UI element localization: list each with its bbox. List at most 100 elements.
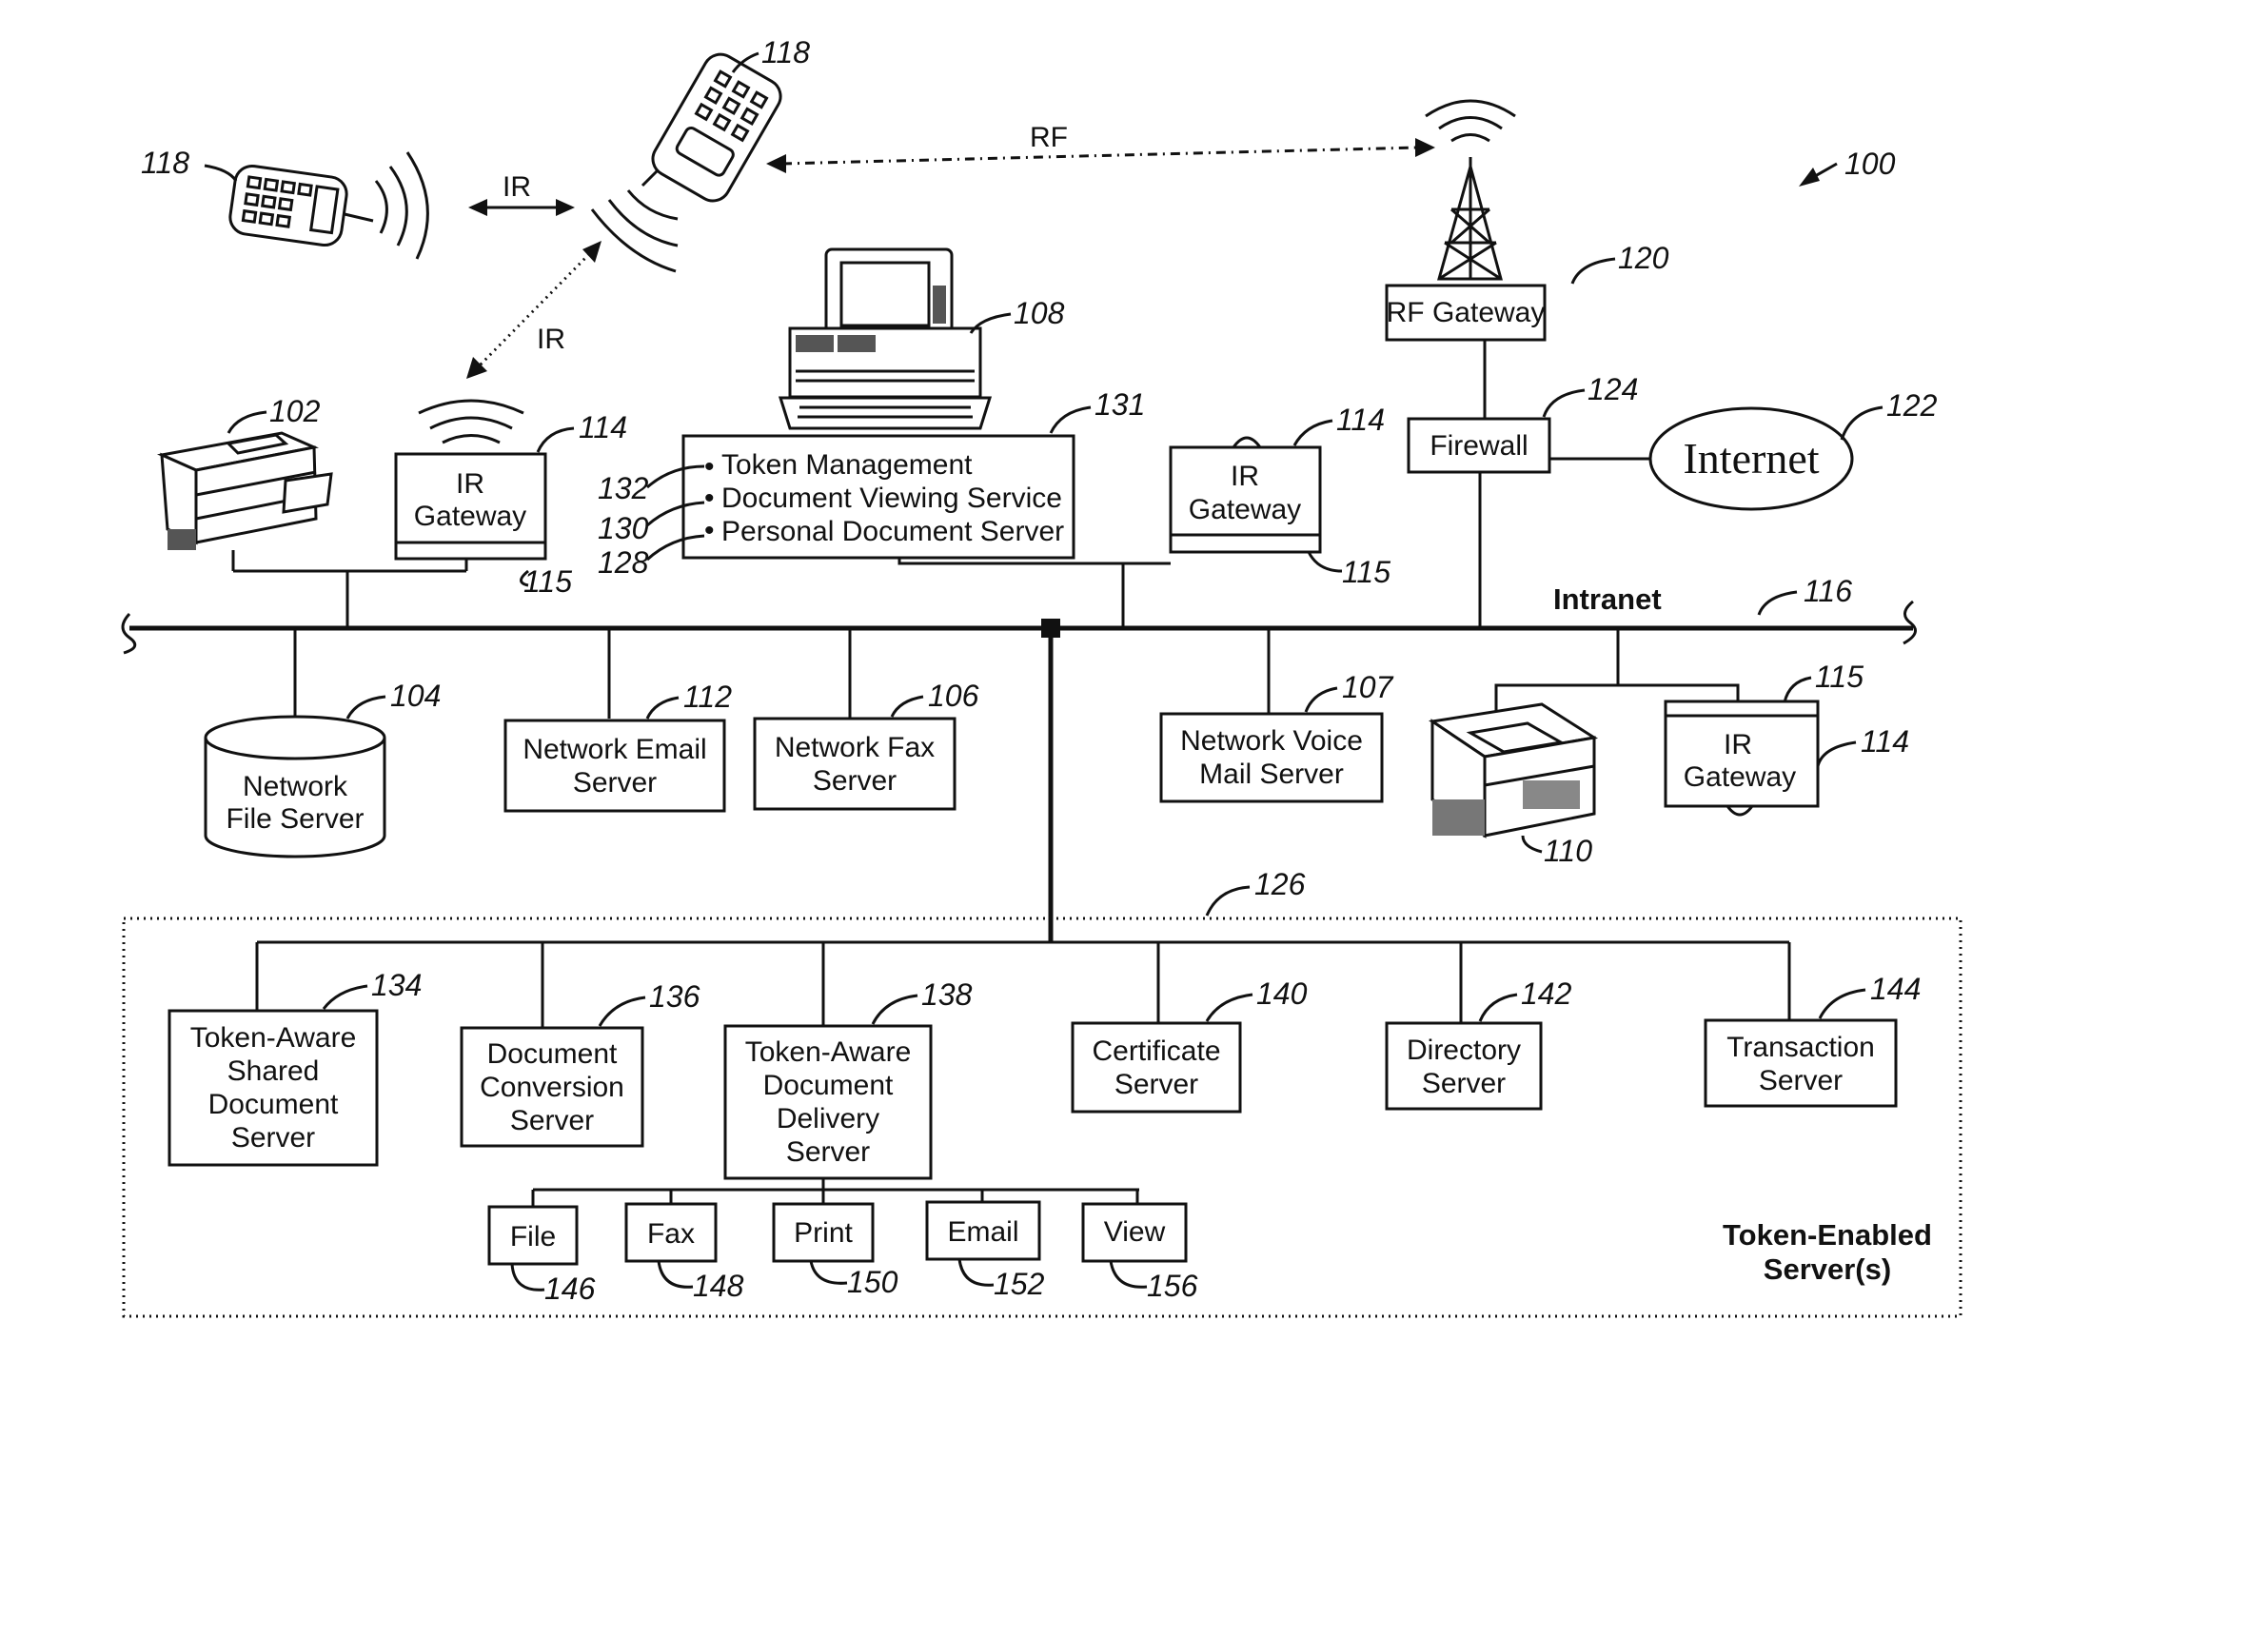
svg-text:Conversion: Conversion — [480, 1072, 624, 1103]
svg-text:Server: Server — [510, 1105, 594, 1136]
svg-text:Server: Server — [786, 1136, 870, 1168]
svg-text:Server: Server — [573, 767, 657, 799]
svg-text:136: 136 — [649, 979, 700, 1014]
svg-text:126: 126 — [1254, 867, 1306, 901]
svg-text:107: 107 — [1342, 670, 1394, 704]
svg-text:Server: Server — [1422, 1068, 1506, 1099]
svg-text:Firewall: Firewall — [1430, 430, 1528, 462]
svg-text:Directory: Directory — [1407, 1035, 1521, 1066]
ir-gateway-right: IR Gateway 114 115 — [1664, 660, 1909, 817]
svg-text:File: File — [510, 1221, 556, 1252]
printer: 102 — [156, 394, 333, 550]
svg-text:Email: Email — [947, 1216, 1018, 1248]
fax-machine: 110 — [1428, 702, 1599, 868]
svg-text:144: 144 — [1870, 972, 1921, 1006]
svg-text:115: 115 — [523, 564, 572, 599]
svg-text:156: 156 — [1147, 1269, 1198, 1303]
document-conversion-server: Document Conversion Server 136 — [460, 979, 700, 1148]
svg-text:View: View — [1104, 1216, 1166, 1248]
svg-text:114: 114 — [579, 410, 627, 444]
rf-gateway: RF Gateway 120 — [1385, 241, 1669, 342]
services-box: • Token Management • Document Viewing Se… — [598, 387, 1145, 580]
svg-text:RF Gateway: RF Gateway — [1387, 297, 1546, 328]
delivery-email: Email 152 — [925, 1200, 1045, 1301]
svg-text:•: • — [704, 515, 715, 546]
svg-text:128: 128 — [598, 545, 649, 580]
svg-text:116: 116 — [1804, 574, 1852, 608]
svg-text:140: 140 — [1256, 976, 1308, 1011]
svg-text:Network Voice: Network Voice — [1180, 725, 1363, 757]
svg-text:118: 118 — [761, 35, 810, 69]
svg-text:Transaction: Transaction — [1726, 1032, 1875, 1063]
svg-text:Document: Document — [208, 1089, 339, 1120]
svg-text:Server: Server — [813, 765, 897, 797]
svg-text:IR: IR — [1231, 461, 1259, 492]
svg-text:Document: Document — [763, 1070, 894, 1101]
delivery-view: View 156 — [1081, 1202, 1198, 1303]
svg-text:120: 120 — [1618, 241, 1669, 275]
token-enabled-region: 126 Token-Enabled Server(s) — [122, 867, 1962, 1318]
ir-right-drop — [1618, 683, 1740, 702]
svg-text:114: 114 — [1336, 403, 1385, 437]
rf-link: RF — [766, 122, 1435, 173]
svg-text:104: 104 — [390, 679, 441, 713]
delivery-file: File 146 — [487, 1205, 596, 1306]
network-email-server: Network Email Server 112 — [503, 680, 732, 813]
svg-text:RF: RF — [1030, 122, 1068, 153]
svg-text:134: 134 — [371, 968, 422, 1002]
fax-machine-drop — [1494, 628, 1620, 714]
svg-text:Network Email: Network Email — [523, 734, 706, 765]
svg-text:Delivery: Delivery — [777, 1103, 879, 1134]
svg-text:IR: IR — [456, 468, 484, 500]
svg-text:Gateway: Gateway — [1189, 494, 1301, 525]
svg-text:124: 124 — [1588, 372, 1638, 406]
svg-text:Certificate: Certificate — [1092, 1035, 1220, 1067]
services-bus-link — [897, 558, 1125, 628]
intranet-bus: Intranet 116 — [121, 574, 1917, 655]
svg-text:Shared: Shared — [227, 1055, 320, 1087]
network-fax-server: Network Fax Server 106 — [753, 679, 979, 811]
svg-text:Fax: Fax — [647, 1218, 695, 1250]
rf-tower — [1425, 99, 1516, 281]
svg-text:Server: Server — [231, 1122, 315, 1154]
svg-text:138: 138 — [921, 977, 973, 1012]
svg-text:100: 100 — [1844, 147, 1896, 181]
firewall: Firewall 124 — [1407, 372, 1638, 474]
svg-text:130: 130 — [598, 511, 649, 545]
svg-text:•: • — [704, 451, 715, 483]
svg-text:Document: Document — [487, 1038, 618, 1070]
svg-text:Print: Print — [794, 1217, 853, 1249]
svg-text:110: 110 — [1544, 834, 1592, 868]
delivery-fax: Fax 148 — [624, 1202, 744, 1303]
workstation: 108 — [778, 247, 1065, 430]
internet: Internet 122 — [1648, 388, 1938, 511]
token-aware-document-delivery-server: Token-Aware Document Delivery Server 138 — [723, 977, 973, 1180]
token-device-left: 118 — [141, 146, 429, 260]
delivery-print: Print 150 — [772, 1202, 898, 1299]
svg-text:IR: IR — [503, 171, 531, 203]
svg-text:Internet: Internet — [1683, 434, 1819, 483]
svg-text:102: 102 — [269, 394, 321, 428]
transaction-server: Transaction Server 144 — [1704, 972, 1921, 1108]
svg-text:Token-Enabled: Token-Enabled — [1723, 1218, 1932, 1252]
svg-text:Server(s): Server(s) — [1764, 1252, 1891, 1286]
printer-bus-link — [233, 569, 349, 628]
svg-text:108: 108 — [1014, 296, 1065, 330]
svg-text:106: 106 — [928, 679, 979, 713]
svg-text:142: 142 — [1521, 976, 1572, 1011]
svg-text:112: 112 — [683, 680, 732, 714]
svg-text:115: 115 — [1342, 555, 1390, 589]
svg-text:Network Fax: Network Fax — [775, 732, 935, 763]
svg-text:148: 148 — [693, 1269, 744, 1303]
ir-link-horizontal: IR — [468, 171, 575, 216]
svg-text:146: 146 — [544, 1272, 596, 1306]
svg-text:Token Management: Token Management — [721, 449, 973, 481]
svg-text:131: 131 — [1095, 387, 1145, 422]
certificate-server: Certificate Server 140 — [1071, 976, 1308, 1114]
svg-text:Intranet: Intranet — [1553, 582, 1662, 616]
svg-text:132: 132 — [598, 471, 649, 505]
ir-link-diagonal: IR — [466, 241, 602, 379]
svg-text:150: 150 — [847, 1265, 898, 1299]
ir-gateway-left: IR Gateway 114 115 — [394, 399, 627, 599]
